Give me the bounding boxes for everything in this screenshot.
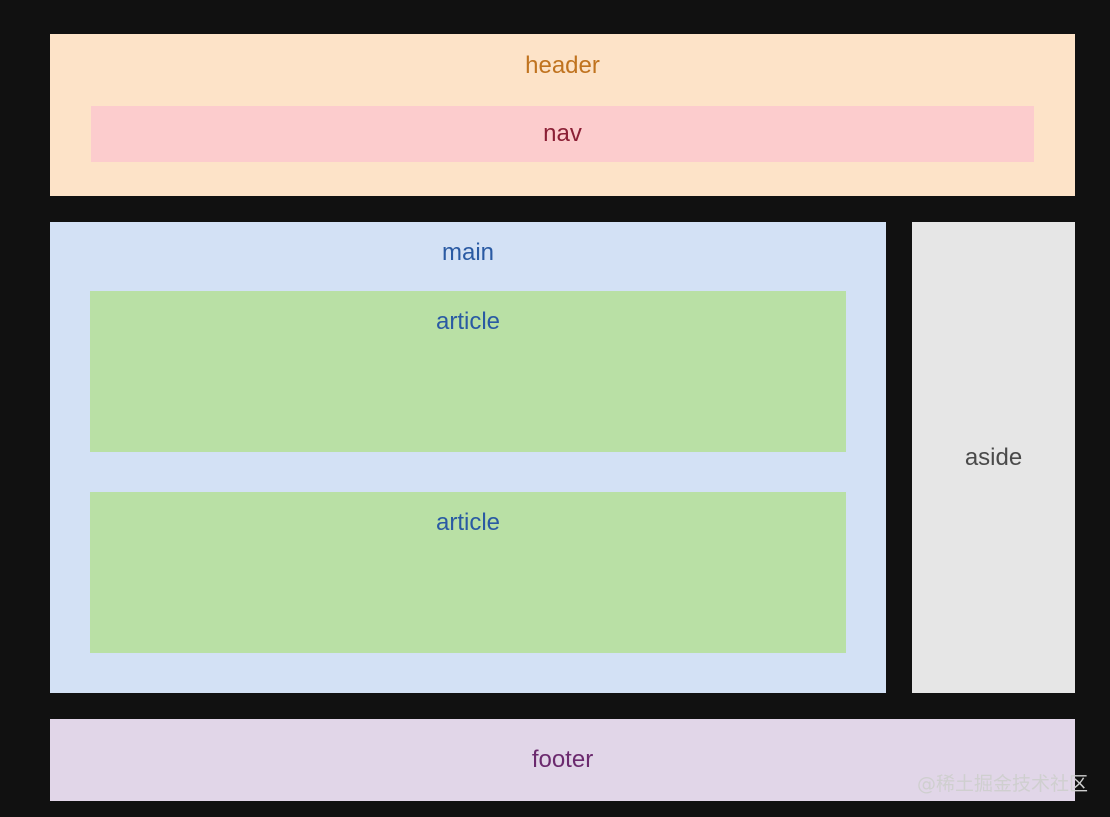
footer-region: footer [50,719,1075,801]
header-label: header [525,52,600,79]
header-region: header nav [50,34,1075,196]
watermark-text: @稀土掘金技术社区 [916,773,1088,795]
nav-region: nav [91,106,1034,162]
main-label: main [441,239,495,266]
footer-label: footer [531,746,594,773]
main-region: main article article [50,222,886,693]
article-region-2: article [90,492,846,653]
nav-label: nav [543,120,582,147]
article-label-1: article [435,308,501,335]
aside-label: aside [964,444,1023,471]
article-label-2: article [435,509,501,536]
article-region-1: article [90,291,846,452]
aside-region: aside [912,222,1075,693]
